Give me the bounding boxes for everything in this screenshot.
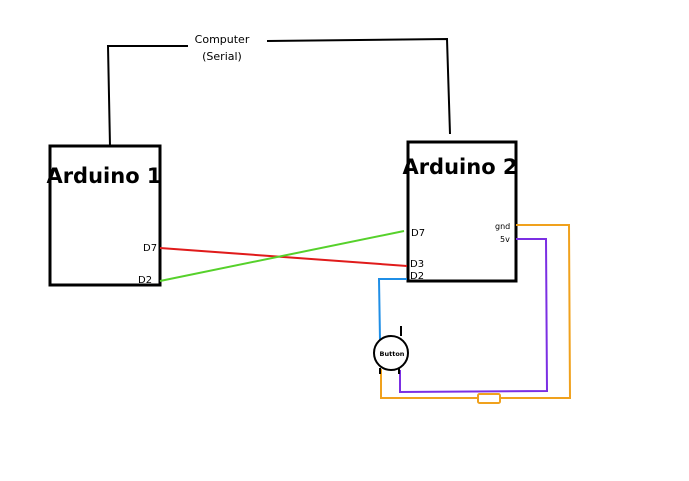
serial-label: (Serial)	[202, 50, 242, 63]
ground-wire	[380, 224, 572, 399]
arduino-2-title: Arduino 2	[402, 155, 517, 179]
arduino-2-pin-gnd: gnd	[495, 222, 510, 231]
d7-to-d3-wire	[159, 247, 408, 267]
arduino-2-pin-d7: D7	[411, 228, 425, 239]
arduino-2-board	[406, 140, 518, 283]
arduino-1-title: Arduino 1	[46, 164, 161, 188]
resistor	[477, 393, 501, 404]
five-volt-wire	[399, 238, 549, 394]
button-signal-wire	[377, 278, 407, 341]
button-body	[373, 335, 409, 371]
arduino-1-board	[48, 144, 162, 287]
serial-wire-right	[266, 37, 451, 135]
serial-wire-left	[106, 45, 188, 147]
arduino-1-pin-d7: D7	[143, 243, 157, 254]
button-label: Button	[380, 350, 405, 358]
arduino-2-pin-d3: D3	[410, 259, 424, 270]
arduino-2-pin-5v: 5v	[500, 235, 510, 244]
arduino-1-pin-d2: D2	[138, 275, 152, 286]
computer-label: Computer	[195, 33, 250, 46]
d2-to-d7-wire	[159, 230, 405, 282]
arduino-2-pin-d2: D2	[410, 271, 424, 282]
